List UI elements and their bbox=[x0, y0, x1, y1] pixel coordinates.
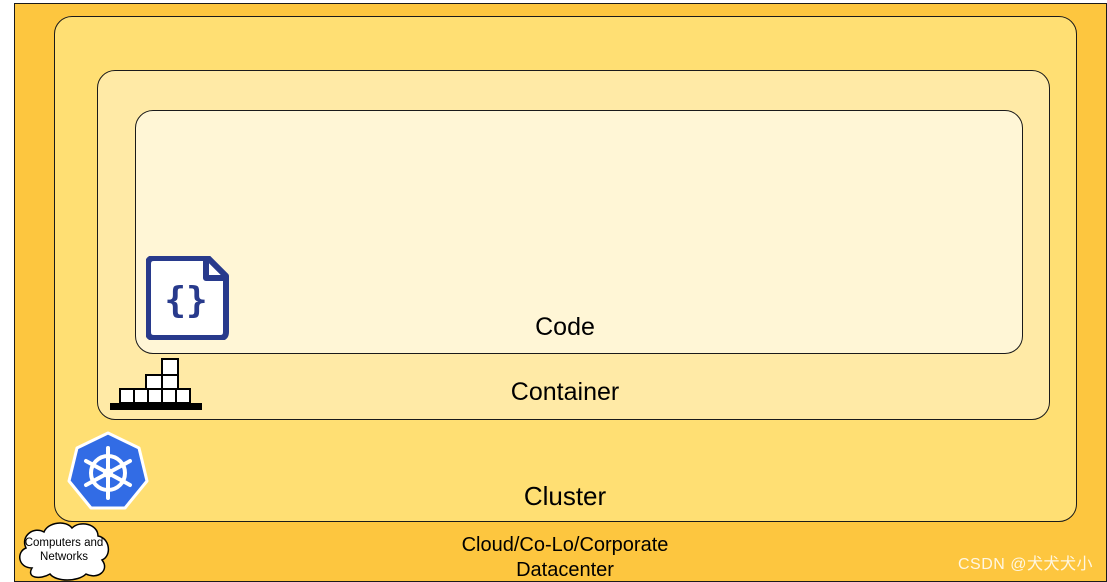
datacenter-label-line2: Datacenter bbox=[516, 559, 614, 581]
cluster-label: Cluster bbox=[523, 481, 607, 511]
code-label: Code bbox=[535, 313, 595, 341]
code-layer bbox=[135, 110, 1023, 354]
datacenter-label-line1: Cloud/Co-Lo/Corporate bbox=[461, 534, 669, 556]
code-file-icon: {} bbox=[146, 256, 229, 340]
svg-text:{}: {} bbox=[164, 280, 207, 321]
container-stack-icon bbox=[110, 358, 202, 410]
kubernetes-icon bbox=[67, 431, 149, 510]
cloud-label-line1: Computers and bbox=[24, 537, 104, 549]
watermark: CSDN @犬犬犬小 bbox=[957, 556, 1093, 573]
cloud-label-line2: Networks bbox=[40, 551, 88, 563]
container-label: Container bbox=[510, 378, 620, 406]
cloud-label: Computers and Networks bbox=[14, 536, 114, 564]
cloud-icon bbox=[19, 522, 110, 581]
